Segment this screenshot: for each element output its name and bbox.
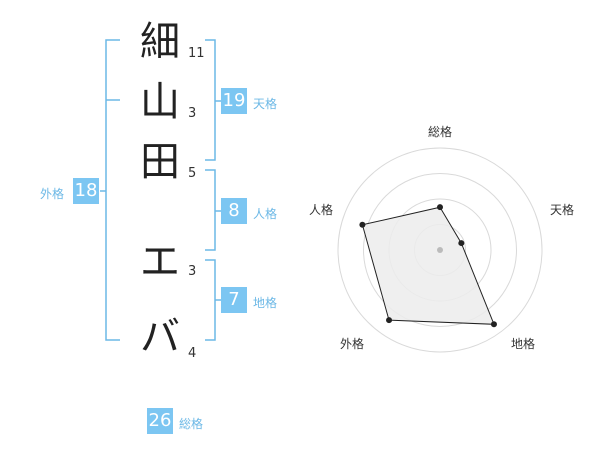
radar-ring-4 — [337, 147, 543, 353]
name-char-4: エ — [140, 239, 180, 285]
radar-point-4 — [386, 317, 393, 324]
jinkaku-label: 人格 — [253, 207, 278, 221]
radar-polygon — [361, 206, 495, 325]
radar-label-jinkaku: 人格 — [309, 203, 334, 217]
radar-point-3 — [490, 321, 497, 328]
radar-label-tenkaku: 天格 — [550, 203, 575, 217]
name-char-5: バ — [140, 314, 180, 360]
radar-ring-3 — [363, 173, 517, 327]
name-char-2: 山 — [140, 79, 180, 125]
radar-center-dot — [437, 247, 443, 253]
stroke-count-3: 5 — [188, 166, 197, 181]
name-char-3: 田 — [140, 139, 180, 185]
radar-label-soukaku: 総格 — [428, 125, 453, 139]
tenkaku-label: 天格 — [253, 97, 278, 111]
stroke-count-5: 4 — [188, 346, 197, 361]
jinkaku-value: 8 — [221, 198, 247, 224]
gaikaku-bracket — [105, 39, 120, 341]
stroke-count-1: 11 — [188, 46, 205, 61]
chikaku-value: 7 — [221, 287, 247, 313]
stroke-count-4: 3 — [188, 264, 197, 279]
soukaku-label: 総格 — [179, 417, 204, 431]
gaikaku-value: 18 — [73, 178, 99, 204]
soukaku-value: 26 — [147, 408, 173, 434]
stroke-count-2: 3 — [188, 106, 197, 121]
radar-point-5 — [359, 221, 366, 228]
radar-label-chikaku: 地格 — [511, 337, 536, 351]
chikaku-label: 地格 — [253, 296, 278, 310]
jinkaku-bracket — [205, 169, 216, 251]
radar-point-1 — [437, 204, 443, 211]
gaikaku-label: 外格 — [40, 187, 65, 201]
tenkaku-bracket — [205, 39, 216, 161]
name-char-1: 細 — [140, 19, 180, 65]
radar-point-2 — [458, 240, 465, 247]
radar-label-gaikaku: 外格 — [340, 337, 365, 351]
tenkaku-value: 19 — [221, 88, 247, 114]
